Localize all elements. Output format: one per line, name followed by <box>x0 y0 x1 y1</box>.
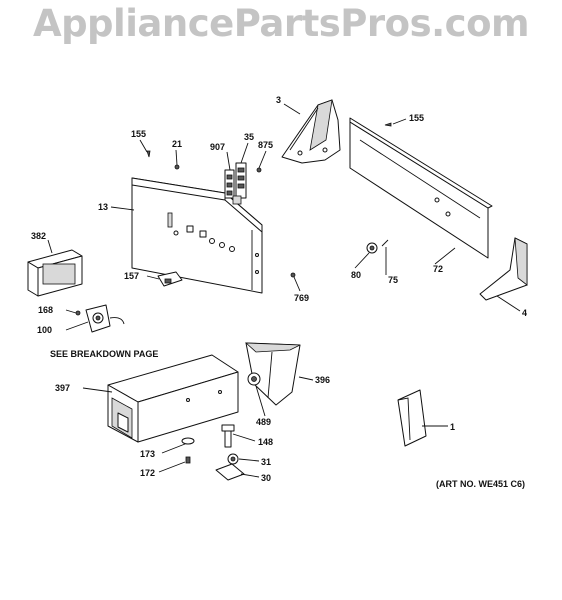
part-31-nut[interactable] <box>227 453 239 465</box>
callout-397: 397 <box>55 383 70 393</box>
callout-13: 13 <box>98 202 108 212</box>
part-173-washer[interactable] <box>181 437 195 445</box>
part-157-connector[interactable] <box>157 271 183 287</box>
callout-155-left: 155 <box>131 129 146 139</box>
part-35-switch-block[interactable] <box>232 162 247 205</box>
leader-lines <box>47 103 521 478</box>
callout-769: 769 <box>294 293 309 303</box>
callout-30: 30 <box>261 473 271 483</box>
callout-80: 80 <box>351 270 361 280</box>
part-875-screw[interactable] <box>256 167 262 173</box>
part-396-shield[interactable] <box>244 342 301 406</box>
callout-489: 489 <box>256 417 271 427</box>
part-397-duct-housing[interactable] <box>107 354 239 443</box>
part-489-gear[interactable] <box>247 372 261 386</box>
part-155-screw-right[interactable] <box>384 122 392 127</box>
callout-173: 173 <box>140 449 155 459</box>
callout-168: 168 <box>38 305 53 315</box>
callout-labels: 155 21 907 35 875 3 155 13 382 157 168 1… <box>31 95 527 489</box>
art-number: (ART NO. WE451 C6) <box>436 479 525 489</box>
part-72-back-panel[interactable] <box>349 117 493 259</box>
part-148-bolt[interactable] <box>221 424 235 448</box>
part-769-screw[interactable] <box>290 272 296 278</box>
callout-75: 75 <box>388 275 398 285</box>
callout-148: 148 <box>258 437 273 447</box>
callout-100: 100 <box>37 325 52 335</box>
callout-35: 35 <box>244 132 254 142</box>
callout-21: 21 <box>172 139 182 149</box>
part-13-control-panel[interactable] <box>131 177 263 294</box>
callout-396: 396 <box>315 375 330 385</box>
callout-382: 382 <box>31 231 46 241</box>
callout-172: 172 <box>140 468 155 478</box>
part-4-end-bracket[interactable] <box>479 237 528 301</box>
callout-4: 4 <box>522 308 527 318</box>
callout-31: 31 <box>261 457 271 467</box>
part-172-screw[interactable] <box>185 456 191 464</box>
part-907-switch-block[interactable] <box>224 169 235 199</box>
part-75-pin[interactable] <box>381 239 389 247</box>
part-30-plate[interactable] <box>215 463 245 481</box>
part-3-end-bracket[interactable] <box>281 99 341 164</box>
breakdown-note: SEE BREAKDOWN PAGE <box>50 349 158 359</box>
part-80-knob[interactable] <box>366 242 378 254</box>
part-168-screw[interactable] <box>75 310 81 316</box>
callout-875: 875 <box>258 140 273 150</box>
part-21-screw[interactable] <box>174 164 180 170</box>
part-155-screw-left[interactable] <box>146 150 151 158</box>
part-382-housing[interactable] <box>27 249 83 297</box>
callout-72: 72 <box>433 264 443 274</box>
watermark: AppliancePartsPros.com <box>32 2 530 45</box>
part-1-manual[interactable] <box>397 389 427 447</box>
callout-1: 1 <box>450 422 455 432</box>
part-100-timer[interactable] <box>85 304 125 333</box>
callout-3: 3 <box>276 95 281 105</box>
callout-907: 907 <box>210 142 225 152</box>
callout-157: 157 <box>124 271 139 281</box>
callout-155-right: 155 <box>409 113 424 123</box>
